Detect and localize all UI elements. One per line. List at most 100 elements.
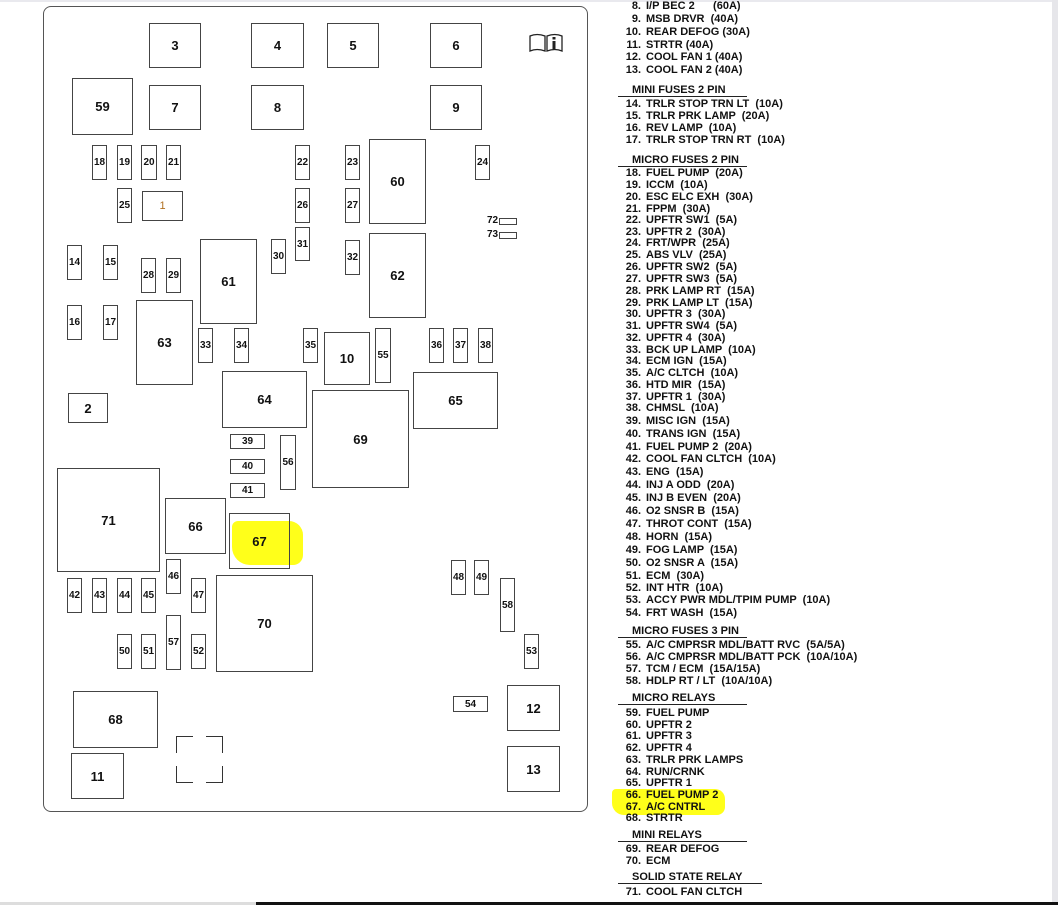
fuse-slot-54: 54: [453, 696, 488, 712]
legend-item-number: 42.: [625, 453, 641, 465]
legend-item-number: 37.: [625, 391, 641, 403]
legend-item-text: FUEL PUMP 2: [646, 789, 719, 801]
scrollbar-track[interactable]: [1052, 0, 1058, 902]
legend-item-text: PRK LAMP RT (15A): [646, 285, 755, 297]
legend-item: 20.ESC ELC EXH (30A): [620, 191, 753, 203]
legend-item: 37. UPFTR 1 (30A): [620, 391, 726, 403]
legend-item-text: TRLR PRK LAMP (20A): [646, 110, 770, 122]
legend-item-text: BCK UP LAMP (10A): [646, 344, 756, 356]
legend-item-text: MISC IGN (15A): [646, 415, 730, 427]
legend-item-number: 39.: [625, 415, 641, 427]
fuse-slot-31: 31: [295, 227, 310, 261]
legend-item-text: ECM IGN (15A): [646, 355, 727, 367]
legend-item-number: 23.: [625, 226, 641, 238]
fuse-slot-35: 35: [303, 328, 318, 363]
legend-item-text: UPFTR 1: [646, 777, 692, 789]
legend-heading: MINI RELAYS: [618, 829, 747, 842]
legend-item: 56.A/C CMPRSR MDL/BATT PCK (10A/10A): [620, 651, 858, 663]
legend-item: 60.UPFTR 2: [620, 719, 692, 731]
legend-item-number: 50.: [625, 557, 641, 569]
legend-item-text: STRTR (40A): [646, 39, 714, 51]
legend-item-text: FUEL PUMP (20A): [646, 167, 743, 179]
fuse-slot-28: 28: [141, 258, 156, 293]
legend-item-number: 45.: [625, 492, 641, 504]
legend-item-number: 21.: [625, 203, 641, 215]
fuse-slot-7: 7: [149, 85, 201, 130]
fuse-slot-34: 34: [234, 328, 249, 363]
legend-item-text: ECM (30A): [646, 570, 705, 582]
legend-item: 22.UPFTR SW1 (5A): [620, 214, 737, 226]
legend-item-number: 36.: [625, 379, 641, 391]
legend-item-text: UPFTR SW2 (5A): [646, 261, 738, 273]
legend-item-number: 49.: [625, 544, 641, 556]
legend-item-text: FOG LAMP (15A): [646, 544, 738, 556]
legend-item-number: 57.: [625, 663, 641, 675]
top-edge: [0, 0, 1052, 2]
legend-item-number: 67.: [625, 801, 641, 813]
fuse-slot-67: 67: [229, 513, 290, 569]
legend-item-text: A/C CLTCH (10A): [646, 367, 739, 379]
legend-item-number: 9.: [631, 13, 641, 25]
legend-item: 64.RUN/CRNK: [620, 766, 705, 778]
fuse-slot-51: 51: [141, 634, 156, 669]
legend-item-text: RUN/CRNK: [646, 766, 705, 778]
legend-item: 30.UPFTR 3 (30A): [620, 308, 726, 320]
legend-item-number: 47.: [625, 518, 641, 530]
legend-item-number: 55.: [625, 639, 641, 651]
legend-item-number: 32.: [625, 332, 641, 344]
fuse-slot-46: 46: [166, 559, 181, 594]
fuse-block-outline: [43, 6, 588, 812]
legend-item: 24.FRT/WPR (25A): [620, 237, 730, 249]
legend-item-number: 41.: [625, 441, 641, 453]
fuse-slot-44: 44: [117, 578, 132, 613]
legend-item: 16.REV LAMP (10A): [620, 122, 737, 134]
legend-item-text: COOL FAN CLTCH (10A): [646, 453, 776, 465]
legend-item-number: 11.: [626, 39, 641, 51]
legend-item-text: ACCY PWR MDL/TPIM PUMP (10A): [646, 594, 831, 606]
legend-item-text: UPFTR 2 (30A): [646, 226, 726, 238]
legend-item: 55.A/C CMPRSR MDL/BATT RVC (5A/5A): [620, 639, 845, 651]
legend-item: 21.FPPM (30A): [620, 203, 710, 215]
legend-item-number: 33.: [625, 344, 641, 356]
legend-item-number: 20.: [625, 191, 641, 203]
highlight-marker: [232, 521, 303, 565]
legend-item-text: UPFTR 4: [646, 742, 692, 754]
fuse-slot-63: 63: [136, 300, 193, 385]
legend-item-text: FRT WASH (15A): [646, 607, 738, 619]
legend-item: 52.INT HTR (10A): [620, 582, 723, 594]
legend-item: 44.INJ A ODD (20A): [620, 479, 735, 491]
legend-item-text: MSB DRVR (40A): [646, 13, 739, 25]
legend-item-text: TRLR STOP TRN RT (10A): [646, 134, 785, 146]
legend-item-text: TRLR PRK LAMPS: [646, 754, 744, 766]
legend-item-text: A/C CMPRSR MDL/BATT PCK (10A/10A): [646, 651, 858, 663]
fuse-slot-38: 38: [478, 328, 493, 363]
legend-item: 66.FUEL PUMP 2: [620, 789, 719, 801]
fuse-slot-55: 55: [375, 328, 391, 383]
legend-item: 36.HTD MIR (15A): [620, 379, 726, 391]
legend-item-number: 65.: [625, 777, 641, 789]
legend-item-text: I/P BEC 2 (60A): [646, 0, 741, 12]
legend-item-number: 25.: [625, 249, 641, 261]
fuse-slot-17: 17: [103, 305, 118, 340]
legend-item: 65. UPFTR 1: [620, 777, 692, 789]
legend-item-number: 38.: [625, 402, 641, 414]
empty-slot: [176, 736, 223, 783]
legend-item-text: UPFTR 1 (30A): [646, 391, 726, 403]
fuse-slot-15: 15: [103, 245, 118, 280]
fuse-slot-36: 36: [429, 328, 444, 363]
legend-item-number: 34.: [625, 355, 641, 367]
fuse-slot-11: 11: [71, 753, 124, 799]
legend-item: 61.UPFTR 3: [620, 730, 692, 742]
fuse-slot-22: 22: [295, 145, 310, 180]
legend-item-number: 30.: [625, 308, 641, 320]
legend-heading: MICRO FUSES 2 PIN: [618, 154, 747, 167]
fuse-slot-12: 12: [507, 685, 560, 731]
fuse-slot-58: 58: [500, 578, 515, 632]
legend-item: 54.FRT WASH (15A): [620, 607, 737, 619]
legend-item-text: UPFTR SW4 (5A): [646, 320, 738, 332]
legend-item: 50.O2 SNSR A (15A): [620, 557, 738, 569]
fuse-slot-16: 16: [67, 305, 82, 340]
legend-heading: SOLID STATE RELAY: [618, 871, 762, 884]
fuse-slot-61: 61: [200, 239, 257, 324]
fuse-slot-69: 69: [312, 390, 409, 488]
